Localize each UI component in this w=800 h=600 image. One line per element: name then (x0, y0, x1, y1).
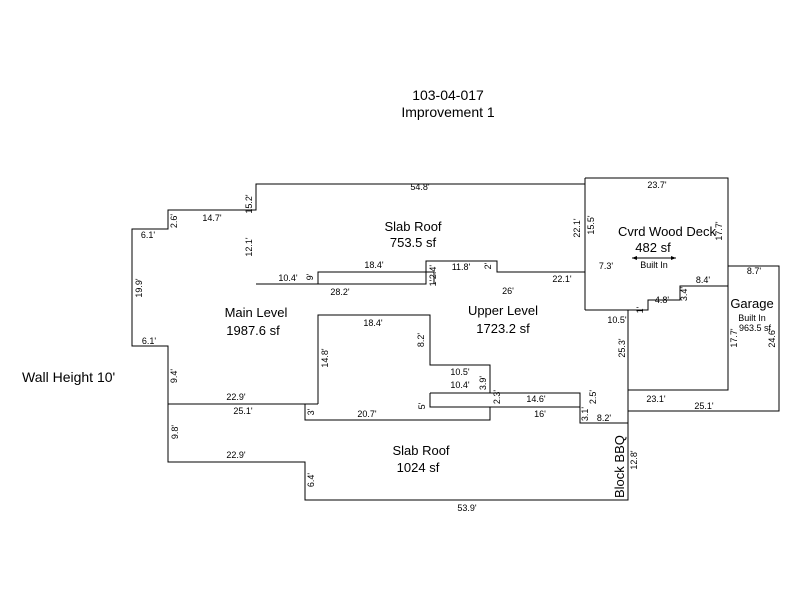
dimensions-horizontal: 54.8' 14.7' 6.1' 6.1' 22.9' 25.1' 20.7' … (141, 180, 762, 513)
main-level-area: 1987.6 sf (226, 323, 280, 338)
improvement-label: Improvement 1 (401, 104, 495, 120)
slab-roof-small-step (426, 271, 435, 284)
dim-label: 2.3' (492, 390, 502, 405)
dim-label: 10.4' (450, 380, 470, 390)
dim-label: 3.1' (580, 407, 590, 422)
outlines (131, 177, 780, 501)
parcel-id: 103-04-017 (412, 87, 484, 103)
dim-label: 22.1' (552, 274, 572, 284)
dim-label: 54.8' (410, 182, 430, 192)
dim-label: 12.8' (629, 450, 639, 470)
dim-label: 22.9' (226, 450, 246, 460)
dim-label: 9.4' (169, 369, 179, 384)
dim-label: 25.3' (617, 338, 627, 358)
dim-label: 6.1' (141, 230, 156, 240)
dim-label: 10.5' (450, 367, 470, 377)
deck-area: 482 sf (635, 240, 671, 255)
deck-note: Built In (640, 260, 668, 270)
dim-label: 16' (534, 409, 546, 419)
garage-inner (628, 286, 729, 391)
dim-label: 3.4' (679, 287, 689, 302)
garage-outline (628, 265, 780, 412)
slab-roof-top-name: Slab Roof (384, 219, 441, 234)
dim-label: 9.8' (170, 425, 180, 440)
slab-roof-bottom-area: 1024 sf (397, 460, 440, 475)
slab-roof-inner-step (317, 271, 426, 284)
arrow-head-right (671, 256, 676, 260)
dim-label: 10.5' (607, 315, 627, 325)
dim-label: 1' (635, 306, 645, 313)
upper-level-name: Upper Level (468, 303, 538, 318)
dim-label: 15.5' (586, 215, 596, 235)
dim-label: 25.1' (694, 401, 714, 411)
dim-label: 8.4' (696, 275, 711, 285)
deck-name: Cvrd Wood Deck (618, 224, 717, 239)
dim-label: 8.2' (597, 413, 612, 423)
upper-level-area: 1723.2 sf (476, 321, 530, 336)
dim-label: 2.4' (428, 265, 438, 280)
dim-label: 11.8' (452, 262, 471, 272)
dim-label: 19.9' (134, 278, 144, 298)
garage-note: Built In (738, 313, 766, 323)
garage-area: 963.5 sf (739, 323, 772, 333)
dim-label: 9' (305, 273, 315, 280)
block-bbq-label: Block BBQ (612, 435, 627, 498)
dim-label: 12.1' (244, 237, 254, 257)
slab-roof-bottom-outline (167, 390, 629, 501)
dim-label: 23.1' (646, 394, 666, 404)
main-level-name: Main Level (225, 305, 288, 320)
dim-label: 2.5' (588, 390, 598, 405)
slab-roof-bottom-name: Slab Roof (392, 443, 449, 458)
wall-height-label: Wall Height 10' (22, 369, 115, 385)
arrow-head-left (632, 256, 637, 260)
dim-label: 18.4' (364, 260, 384, 270)
upper-level-step (429, 393, 490, 408)
slab-roof-top-outline (255, 183, 585, 210)
dimensions-vertical: 15.2' 2.6' 12.1' 19.9' 9.4' 3' 9' 2.4' 1… (134, 194, 777, 487)
dim-label: 14.6' (526, 394, 546, 404)
dim-label: 3' (306, 408, 316, 415)
dim-label: 2.6' (169, 214, 179, 229)
dim-label: 22.1' (572, 218, 582, 238)
dim-label: 4.8' (655, 295, 670, 305)
dim-label: 28.2' (330, 287, 350, 297)
slab-roof-top-area: 753.5 sf (390, 235, 437, 250)
dim-label: 10.4' (278, 273, 298, 283)
dim-label: 17.7' (714, 221, 724, 241)
dim-label: 3.9' (478, 376, 488, 391)
dim-label: 25.1' (233, 406, 253, 416)
dim-label: 6.1' (142, 336, 157, 346)
dim-label: 23.7' (647, 180, 667, 190)
dim-label: 8.2' (416, 333, 426, 348)
slab-roof-top-bottom-edge (256, 260, 585, 285)
dim-label: 7.3' (599, 261, 614, 271)
dim-label: 1' (428, 279, 438, 286)
dim-label: 53.9' (457, 503, 477, 513)
dim-label: 26' (502, 286, 514, 296)
dim-label: 20.7' (357, 409, 377, 419)
upper-level-inner (317, 314, 581, 407)
dim-label: 14.7' (202, 213, 222, 223)
dim-label: 6.4' (306, 473, 316, 488)
dim-label: 8.7' (747, 266, 762, 276)
dim-label: 14.8' (320, 348, 330, 368)
dim-label: 15.2' (244, 194, 254, 214)
dim-label: 5' (417, 402, 427, 409)
dim-label: 24.6' (767, 328, 777, 348)
dim-label: 17.7' (729, 328, 739, 348)
garage-name: Garage (730, 296, 773, 311)
dim-label: 22.9' (226, 392, 246, 402)
dim-label: 18.4' (363, 318, 383, 328)
dim-label: 2' (483, 262, 493, 269)
deck-outline (585, 177, 729, 390)
